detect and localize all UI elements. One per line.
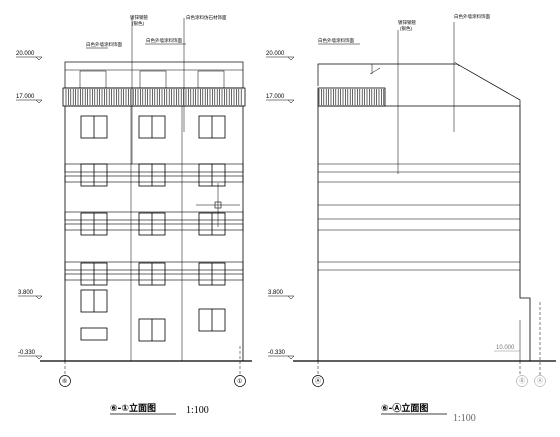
- left-note-pipe-color: (银色): [132, 20, 144, 27]
- left-level-20: 20.000: [16, 51, 35, 57]
- left-level-3-8: 3.800: [18, 290, 34, 296]
- right-elevation: [266, 22, 556, 415]
- right-level-17: 17.000: [266, 94, 285, 100]
- right-axis-b: Ⓑ: [519, 377, 525, 385]
- right-title: ⑥-Ⓐ立面图: [381, 402, 428, 414]
- right-note-pipe: 镀锌钢管: [398, 19, 416, 26]
- right-level-ground: -0.330: [268, 350, 286, 356]
- left-level-17: 17.000: [16, 94, 35, 100]
- left-note-paint-b: 白色外墙涂料饰面: [146, 37, 182, 44]
- right-axis-a: Ⓐ: [315, 377, 321, 385]
- left-note-stone: 白色涂料仿石材饰面: [186, 14, 227, 21]
- right-roof-railing: [317, 87, 386, 107]
- left-parapet: [64, 61, 244, 89]
- right-level-10: 10.000: [496, 345, 515, 351]
- left-note-paint-a: 白色外墙涂料饰面: [86, 41, 122, 48]
- right-note-paint-b: 白色外墙涂料饰面: [318, 37, 354, 44]
- left-axis-6: ⑥: [62, 378, 67, 385]
- left-note-pipe: 镀锌钢管: [130, 14, 148, 21]
- left-level-ground: -0.330: [18, 350, 36, 356]
- left-roof-railing: [62, 87, 246, 107]
- right-note-paint-a: 白色外墙涂料饰面: [454, 13, 490, 20]
- right-level-20: 20.000: [266, 51, 285, 57]
- left-elevation: [16, 18, 252, 415]
- right-axis-a2: Ⓐ: [537, 377, 543, 385]
- right-building-outline: [317, 105, 531, 361]
- left-title: ⑥-①立面图: [110, 402, 156, 414]
- left-axis-1: ①: [237, 378, 242, 385]
- right-scale: 1:100: [453, 413, 476, 424]
- left-building-outline: [64, 105, 244, 362]
- right-note-pipe-color: (银色): [400, 25, 412, 32]
- right-level-3-8: 3.800: [268, 290, 284, 296]
- left-scale: 1:100: [186, 405, 209, 416]
